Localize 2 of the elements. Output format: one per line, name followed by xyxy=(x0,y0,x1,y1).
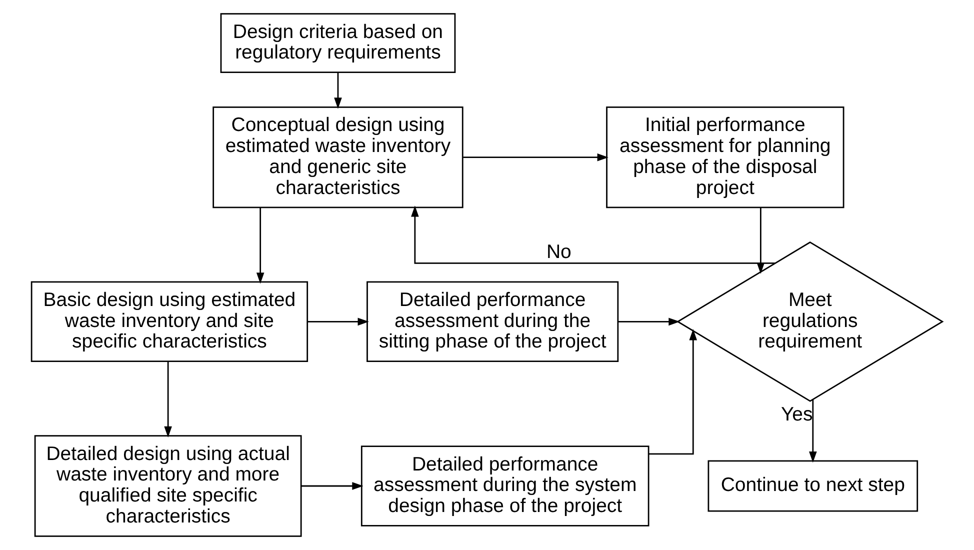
edge-label: No xyxy=(546,240,572,263)
edge-label: Yes xyxy=(780,404,813,426)
